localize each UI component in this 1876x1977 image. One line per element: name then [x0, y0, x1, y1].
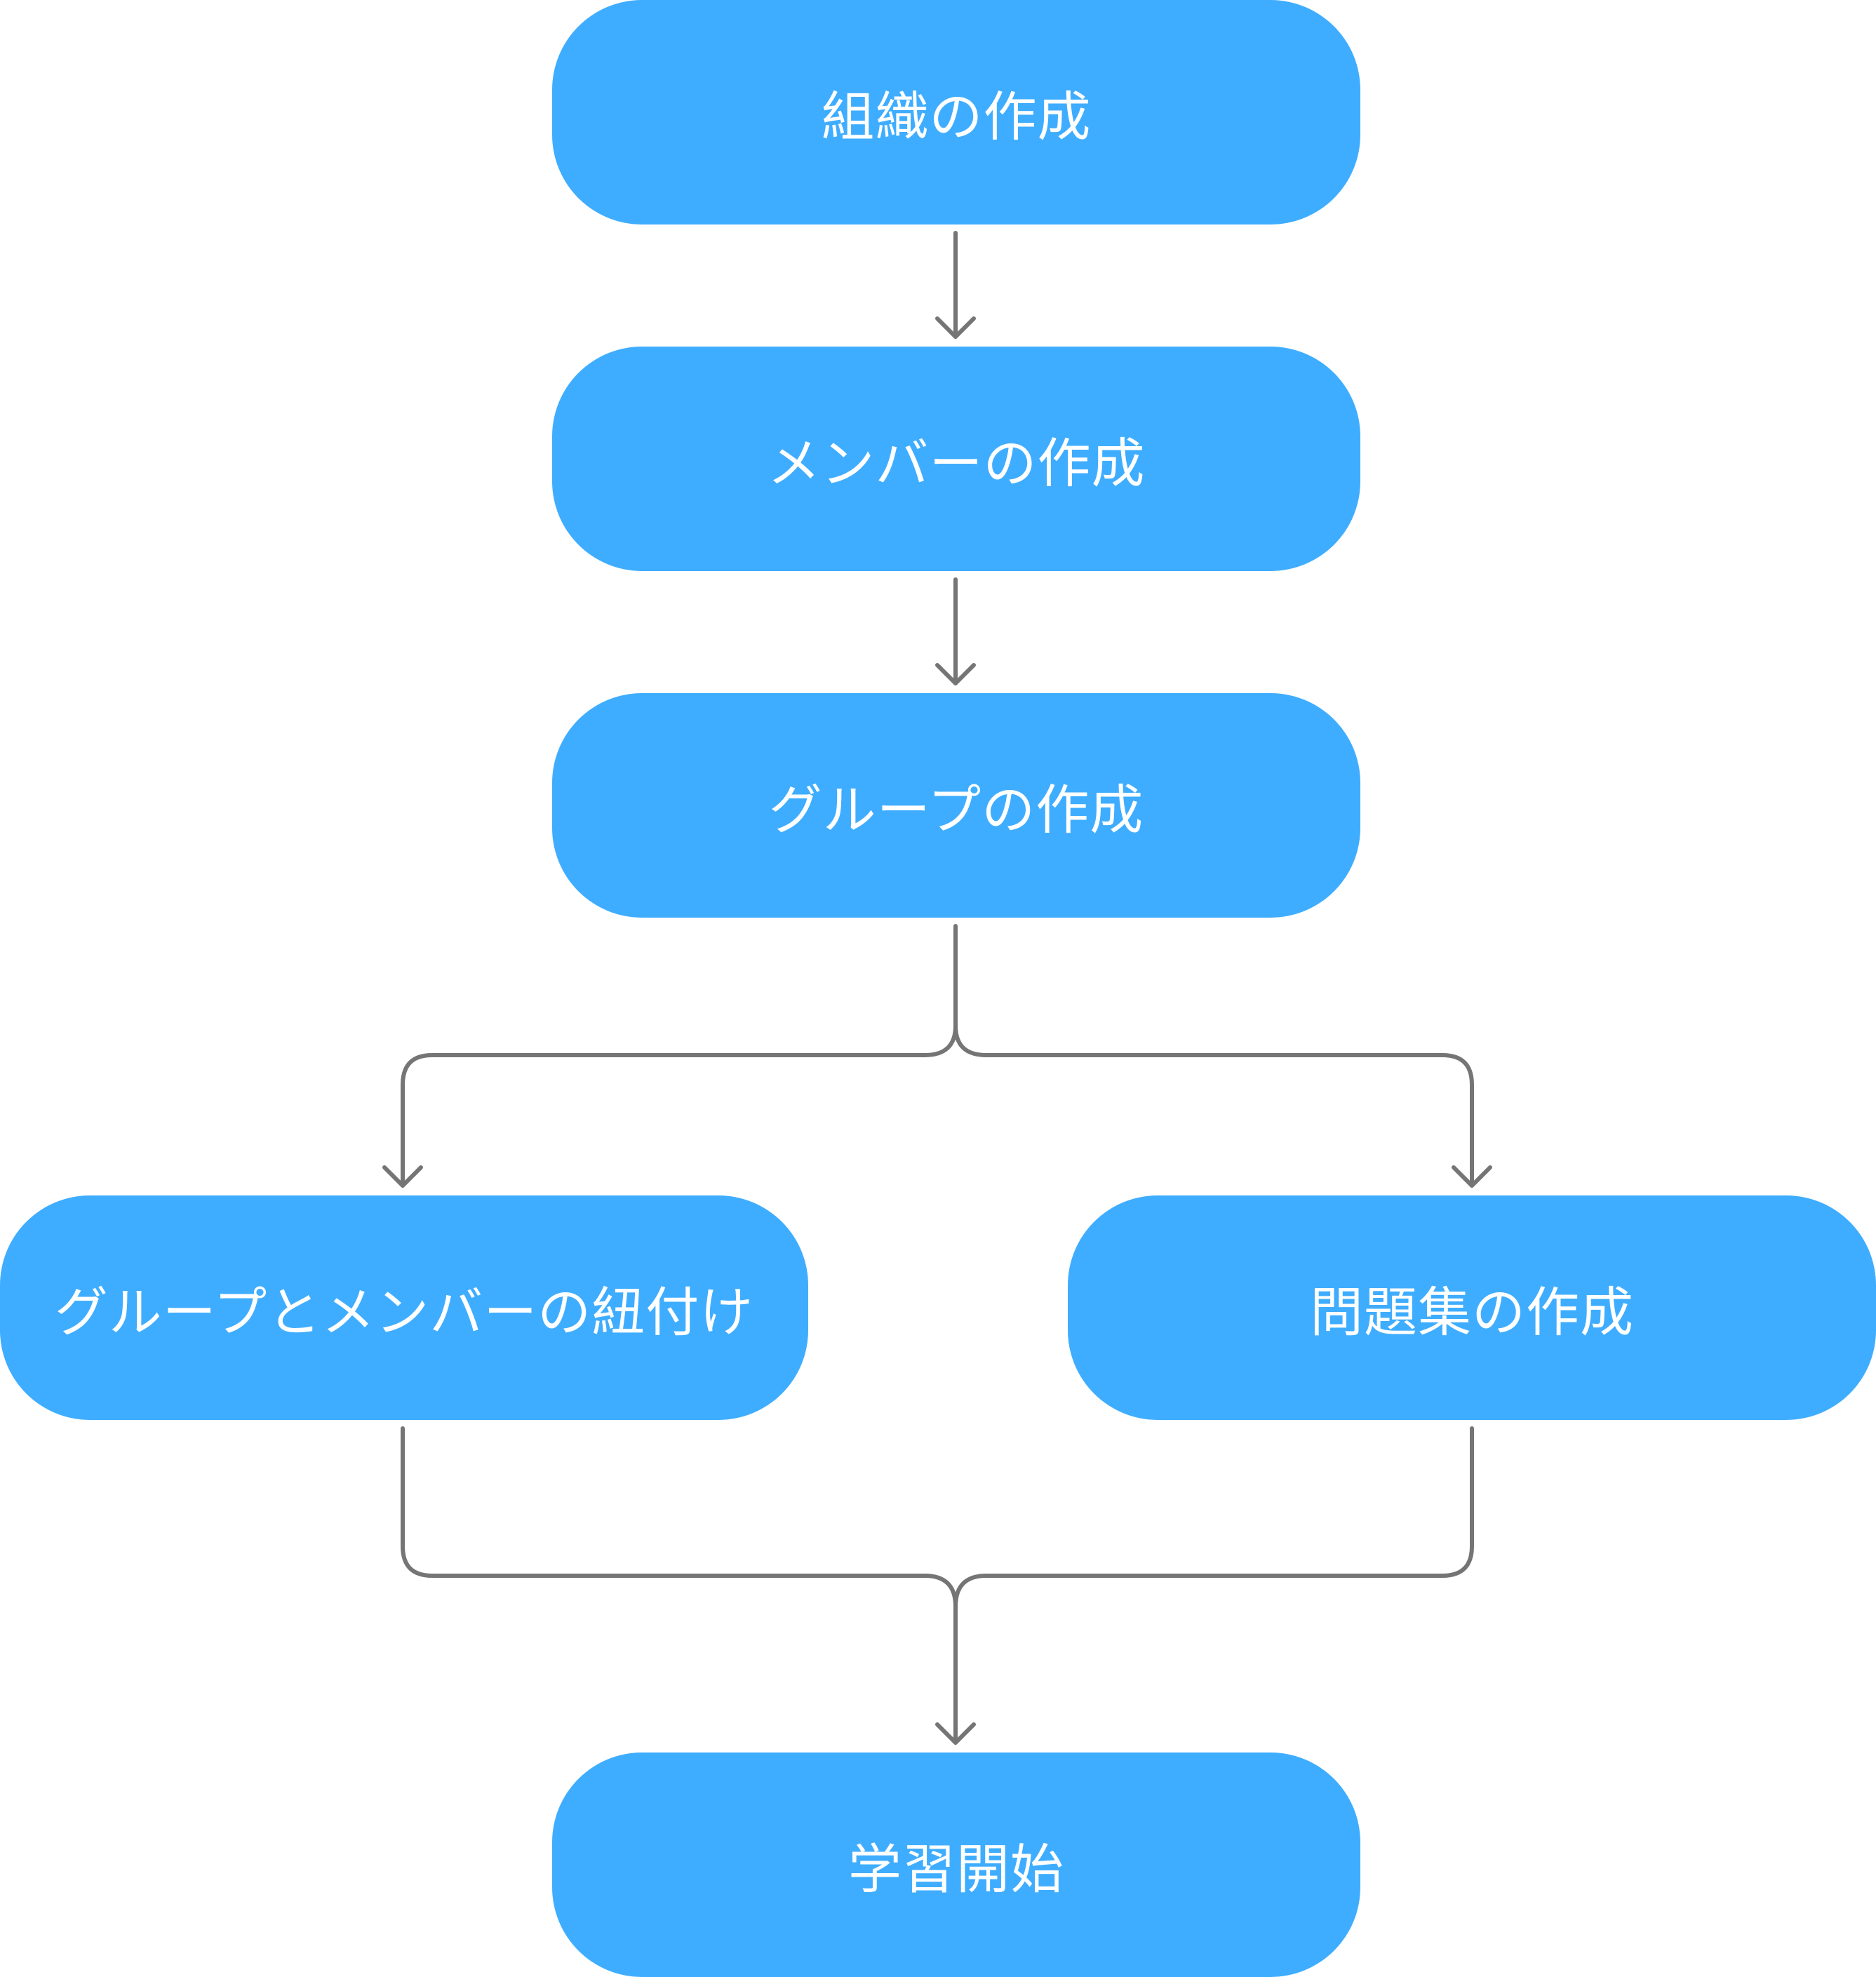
node-create-group: グループの作成 — [552, 693, 1360, 918]
node-create-org: 組織の作成 — [552, 0, 1360, 224]
edge-create-member-to-create-group — [935, 577, 976, 685]
edge-create-org-to-create-member — [935, 231, 976, 339]
edge-link-group-member-to-start-learning — [401, 1426, 958, 1745]
node-create-member: メンバーの作成 — [552, 347, 1360, 571]
node-create-org-label: 組織の作成 — [821, 86, 1092, 148]
node-link-group-member-label: グループとメンバーの紐付け — [54, 1281, 754, 1343]
node-link-group-member: グループとメンバーの紐付け — [0, 1195, 808, 1420]
node-start-learning-label: 学習開始 — [848, 1838, 1064, 1901]
node-create-group-label: グループの作成 — [768, 779, 1144, 841]
node-start-learning: 学習開始 — [552, 1753, 1360, 1977]
node-create-question-set: 問題集の作成 — [1068, 1195, 1876, 1420]
edge-create-question-set-to-start-learning — [935, 1426, 1474, 1745]
node-create-question-set-label: 問題集の作成 — [1310, 1281, 1634, 1343]
node-create-member-label: メンバーの作成 — [767, 432, 1146, 495]
edge-create-group-to-link-group-member — [382, 924, 958, 1188]
edge-create-group-to-create-question-set — [953, 1024, 1492, 1188]
